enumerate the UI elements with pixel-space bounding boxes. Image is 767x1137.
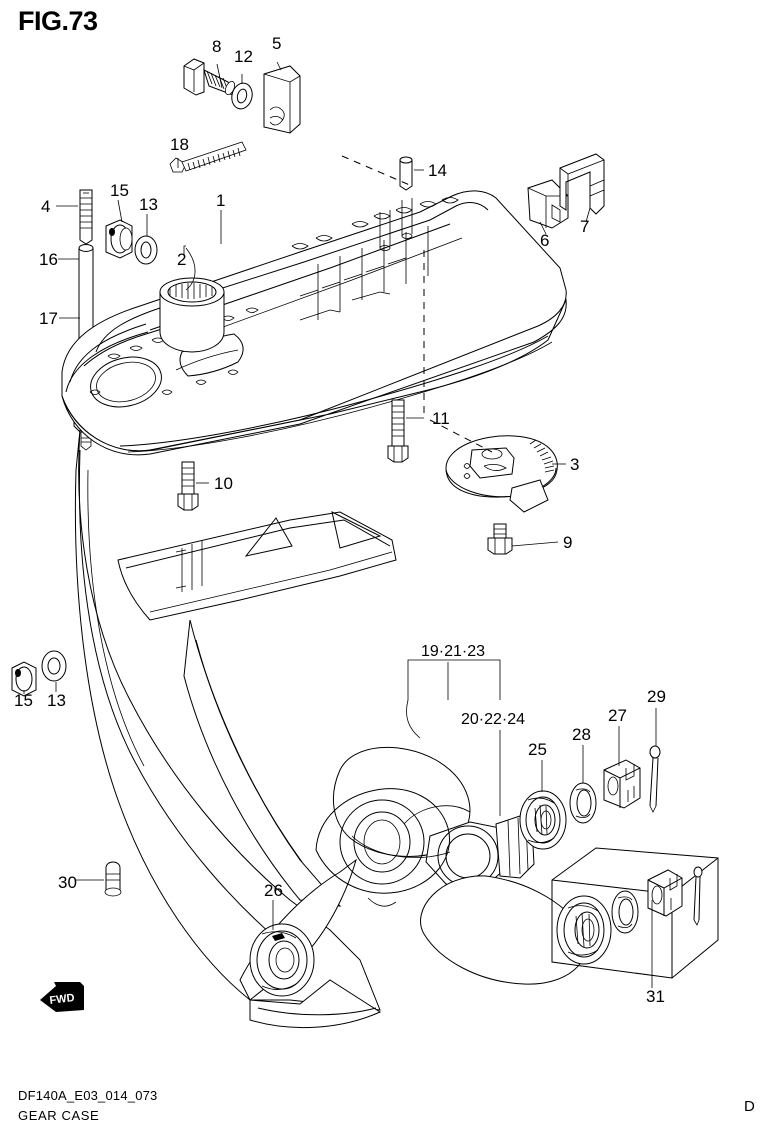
callout-15-lower: 15 <box>14 691 33 710</box>
callout-19-21-23: 19·21·23 <box>421 643 485 660</box>
fwd-direction-marker: FWD <box>40 982 84 1012</box>
callout-4: 4 <box>41 197 50 216</box>
callout-5: 5 <box>272 34 281 53</box>
part-4-shift-rod-upper-pin <box>79 189 93 245</box>
part-13-o-ring-upper <box>134 235 158 265</box>
part-27-castle-nut <box>603 759 641 809</box>
callout-labels: 8 12 5 18 14 6 7 15 13 4 1 2 16 17 11 3 … <box>14 34 666 1006</box>
part-8-hex-flange-bolt <box>183 58 236 96</box>
part-1-gear-case-housing <box>61 190 567 1029</box>
part-2-bore-sleeve <box>159 277 225 353</box>
part-31-propeller-hardware-kit <box>551 847 719 979</box>
part-15-grommet-upper <box>105 219 133 259</box>
part-11-hex-bolt-long <box>387 399 409 463</box>
callout-20-22-24: 20·22·24 <box>461 711 525 728</box>
callout-11: 11 <box>432 409 450 428</box>
callout-2: 2 <box>177 250 186 269</box>
part-9-short-hex-bolt <box>487 523 513 555</box>
callout-6: 6 <box>540 231 549 250</box>
figure-title: FIG.73 <box>18 6 98 36</box>
callout-25: 25 <box>528 740 547 759</box>
part-18-cable-tie <box>169 141 247 173</box>
callout-13-lower: 13 <box>47 691 66 710</box>
callout-28: 28 <box>572 725 591 744</box>
callout-14: 14 <box>428 161 447 180</box>
part-10-hex-bolt-medium <box>177 461 199 511</box>
callout-16: 16 <box>39 250 58 269</box>
callout-17: 17 <box>39 309 58 328</box>
page-revision-mark: D <box>744 1098 755 1115</box>
callout-29: 29 <box>647 687 666 706</box>
part-13-o-ring-lower <box>41 650 67 682</box>
callout-15: 15 <box>110 181 129 200</box>
callout-18: 18 <box>170 135 189 154</box>
part-30-drain-plug <box>104 861 122 897</box>
callout-31: 31 <box>646 987 665 1006</box>
part-28-tab-washer <box>569 782 597 824</box>
part-26-propeller-spacer <box>249 923 315 997</box>
callout-13: 13 <box>139 195 158 214</box>
part-3-trim-tab-anode <box>445 435 558 513</box>
footer-part-code: DF140A_E03_014_073 <box>18 1088 158 1103</box>
part-29-cotter-pin <box>649 745 661 813</box>
callout-27: 27 <box>608 706 627 725</box>
callout-26: 26 <box>264 881 283 900</box>
part-15-grommet-lower <box>11 661 37 697</box>
callout-12: 12 <box>234 47 253 66</box>
part-25-thrust-washer-bearing <box>519 790 567 850</box>
footer-figure-name: GEAR CASE <box>18 1108 100 1123</box>
callout-1: 1 <box>216 191 225 210</box>
part-12-flat-washer <box>231 82 253 110</box>
callout-9: 9 <box>563 533 572 552</box>
fwd-label: FWD <box>49 992 75 1007</box>
callout-8: 8 <box>212 37 221 56</box>
callout-7: 7 <box>580 217 589 236</box>
leader-lines <box>23 61 657 988</box>
callout-3: 3 <box>570 455 579 474</box>
part-5-anode-block <box>263 65 301 134</box>
part-14-dowel-pin <box>399 156 413 191</box>
callout-30: 30 <box>58 873 77 892</box>
callout-10: 10 <box>214 474 233 493</box>
